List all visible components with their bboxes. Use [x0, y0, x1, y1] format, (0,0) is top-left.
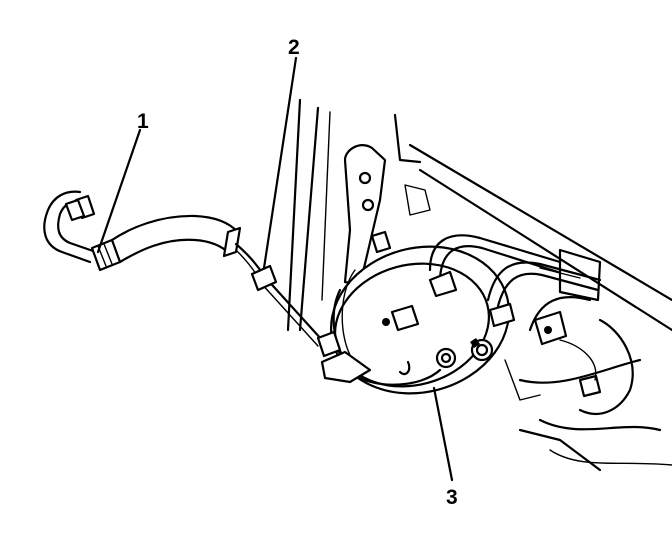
leader-line-3 — [432, 386, 454, 482]
compressor-fitting-upper — [382, 304, 420, 332]
leader-line-1 — [96, 128, 142, 254]
callout-leader-lines — [96, 56, 454, 482]
compressor-fitting-lower — [435, 338, 494, 369]
ac-compressor — [320, 245, 511, 395]
engine-bay-structure — [286, 98, 672, 472]
leader-line-2 — [262, 56, 298, 270]
ac-hose-assembly — [43, 190, 342, 358]
callout-1-label: 1 — [137, 110, 149, 133]
callout-3-label: 3 — [446, 486, 458, 509]
refrigerant-pipes — [428, 234, 602, 398]
callout-2-label: 2 — [288, 36, 300, 59]
